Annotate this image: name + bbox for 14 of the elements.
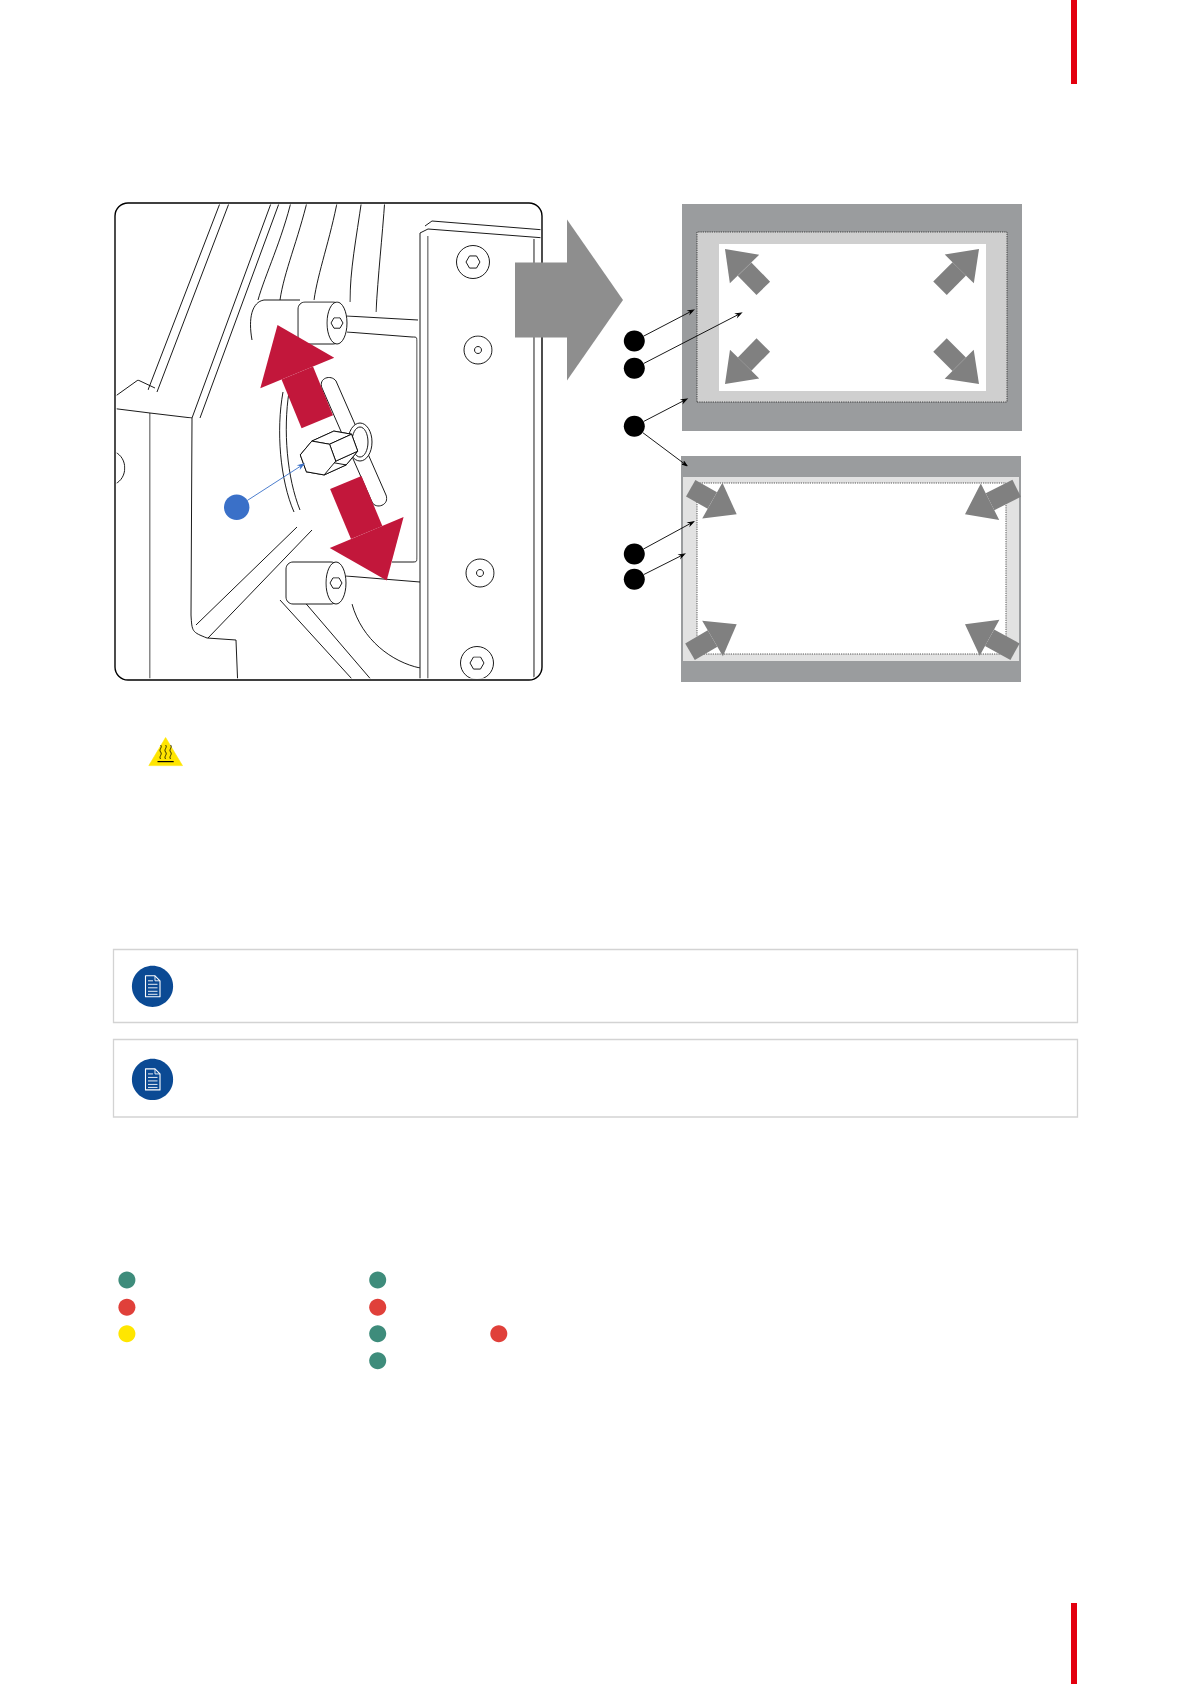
callout-dot — [623, 415, 645, 437]
callout-dot — [224, 494, 250, 520]
hex-nut — [299, 422, 373, 476]
callout-dot — [623, 543, 645, 565]
callout-dot — [623, 330, 645, 352]
callout-dot — [623, 357, 645, 379]
callout-dot — [623, 568, 645, 590]
leader-line — [643, 553, 686, 576]
leader-line — [643, 309, 695, 337]
leader-line — [643, 521, 695, 550]
leader-line — [642, 432, 688, 467]
leader-line — [643, 312, 742, 364]
leader-line — [643, 398, 688, 422]
leader-line — [246, 463, 305, 501]
